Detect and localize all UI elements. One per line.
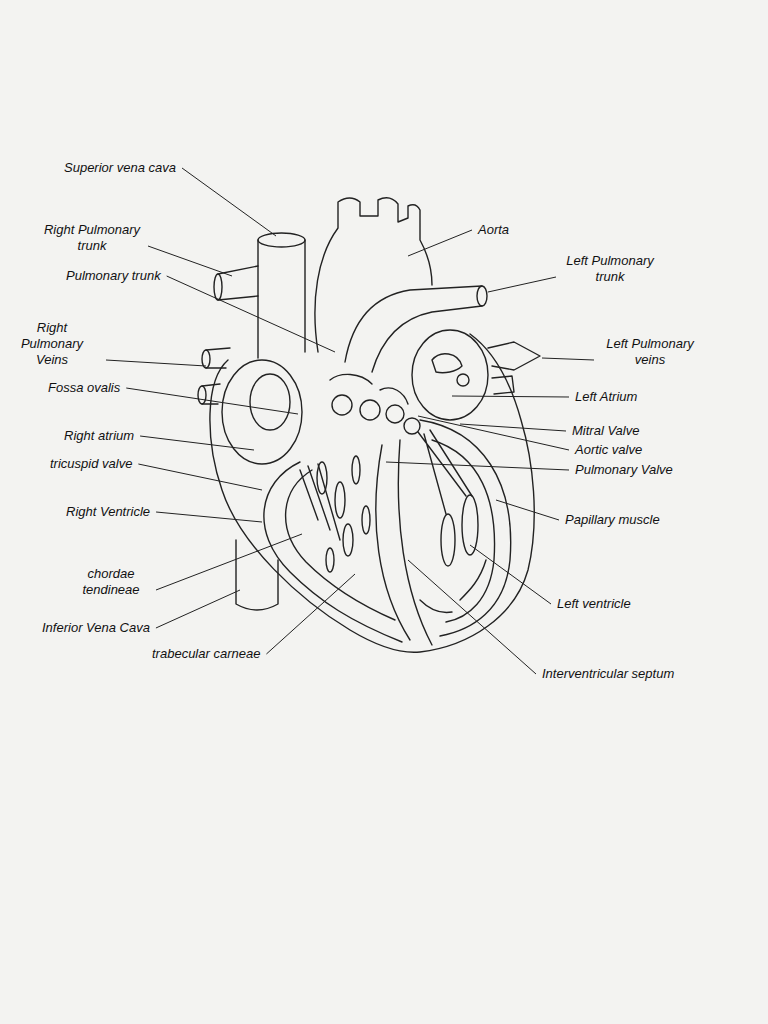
leader-line [182, 168, 276, 236]
leader-line [266, 574, 355, 654]
leader-line [408, 560, 536, 674]
leader-line [418, 416, 569, 450]
part-label: tricuspid valve [48, 456, 134, 472]
part-label: Right Pulmonary Veins [2, 320, 102, 368]
part-label: Fossa ovalis [46, 380, 122, 396]
leader-line [470, 545, 551, 604]
part-label: trabecular carneae [150, 646, 262, 662]
part-label: Right Ventricle [64, 504, 152, 520]
part-label: Left Pulmonary trunk [560, 253, 660, 285]
part-label: Right Pulmonary trunk [40, 222, 144, 254]
leader-line [488, 277, 556, 292]
part-label: Aortic valve [573, 442, 644, 458]
leader-line [126, 388, 298, 414]
leader-line [542, 358, 594, 360]
leader-line [156, 534, 302, 590]
part-label: Papillary muscle [563, 512, 662, 528]
part-label: Inferior Vena Cava [40, 620, 152, 636]
leader-line [140, 436, 254, 450]
part-label: Right atrium [62, 428, 136, 444]
leader-line [167, 276, 335, 352]
leader-line [408, 230, 472, 256]
part-label: Left Pulmonary veins [598, 336, 702, 368]
part-label: Left ventricle [555, 596, 633, 612]
part-label: Left Atrium [573, 389, 639, 405]
part-label: Mitral Valve [570, 423, 641, 439]
leader-line [106, 360, 206, 366]
part-label: Pulmonary Valve [573, 462, 675, 478]
part-label: Pulmonary trunk [64, 268, 163, 284]
part-label: chordae tendineae [70, 566, 152, 598]
leader-line [156, 590, 240, 628]
part-label: Superior vena cava [62, 160, 178, 176]
leader-line [460, 424, 566, 431]
leader-line [496, 500, 559, 520]
leader-line [138, 464, 262, 490]
leader-line [156, 512, 262, 522]
part-label: Aorta [476, 222, 511, 238]
leader-line [386, 462, 569, 470]
leader-line [452, 396, 569, 397]
part-label: Interventricular septum [540, 666, 676, 682]
